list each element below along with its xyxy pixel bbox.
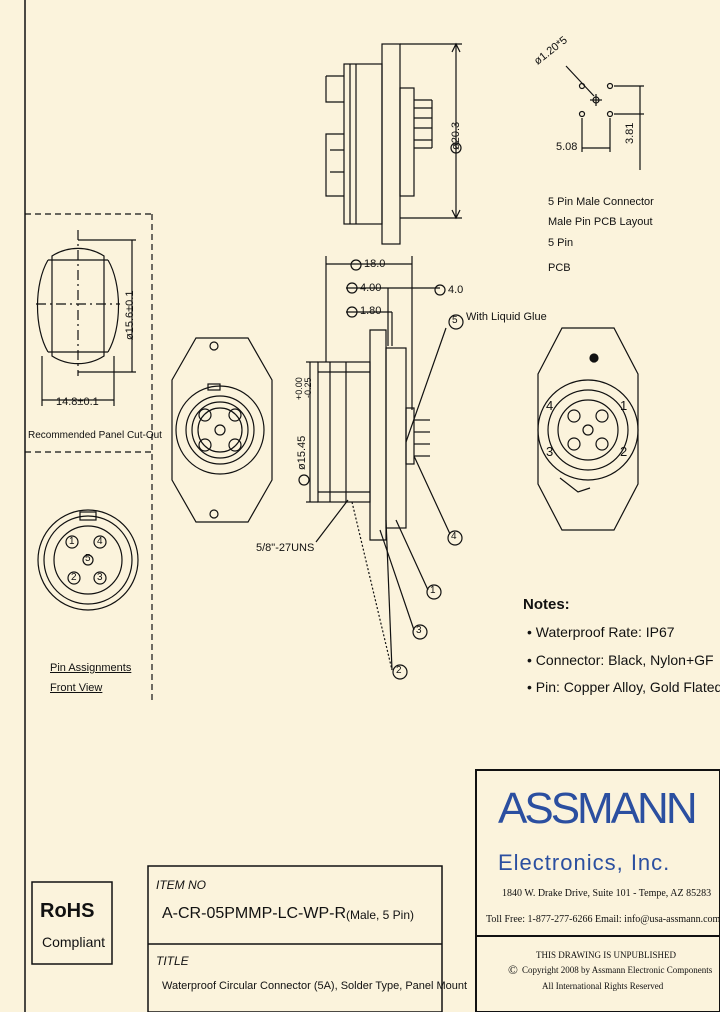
pin-2: 2 — [71, 572, 77, 583]
copyright-symbol: © — [508, 962, 518, 977]
rohs-compliant: Compliant — [42, 934, 106, 950]
pin-3: 3 — [97, 572, 103, 583]
rear-pin-4: 4 — [546, 398, 554, 413]
company-logo: ASSMANN — [498, 784, 698, 833]
thread-label: 5/8"-27UNS — [256, 542, 315, 554]
tol-minus-label: -0.25 — [303, 377, 313, 398]
note-2: • Connector: Black, Nylon+GF — [527, 652, 714, 668]
top-side-view — [325, 42, 462, 245]
len-b-label: 4.0 — [448, 284, 464, 296]
notes-title: Notes: — [523, 596, 570, 613]
company-sub: Electronics, Inc. — [498, 850, 671, 875]
callout-5: 5 — [452, 315, 458, 326]
callout-3: 3 — [416, 625, 422, 636]
title-label: TITLE — [156, 954, 189, 968]
item-no-desc: (Male, 5 Pin) — [346, 908, 415, 922]
pin-assign-view — [37, 509, 139, 611]
callout-2: 2 — [396, 665, 402, 676]
glue-label: With Liquid Glue — [466, 311, 547, 323]
pin-assign-caption-2: Front View — [50, 682, 103, 694]
note-3: • Pin: Copper Alloy, Gold Flated — [527, 679, 720, 695]
title-value: Waterproof Circular Connector (5A), Sold… — [162, 980, 468, 992]
panel-width-label: 14.8±0.1 — [56, 396, 99, 408]
company-address: 1840 W. Drake Drive, Suite 101 - Tempe, … — [502, 888, 712, 899]
pin-5: 5 — [85, 553, 91, 564]
unpublished-notice: THIS DRAWING IS UNPUBLISHED — [536, 950, 677, 960]
len-a-label: 4.00 — [360, 282, 382, 294]
callout-4: 4 — [451, 531, 457, 542]
rear-pin-2: 2 — [620, 444, 628, 459]
rear-hex-view — [537, 327, 639, 531]
item-no-value: A-CR-05PMMP-LC-WP-R — [162, 905, 346, 922]
pcb-spacing-x: 5.08 — [556, 141, 578, 153]
pcb-caption-3: 5 Pin — [548, 237, 574, 249]
pcb-caption-1: 5 Pin Male Connector — [548, 196, 654, 208]
callout-1: 1 — [430, 585, 436, 596]
pin-1: 1 — [69, 536, 75, 547]
front-hex-view — [171, 337, 273, 523]
copyright-notice: Copyright 2008 by Assmann Electronic Com… — [522, 965, 713, 975]
item-no-label: ITEM NO — [156, 878, 206, 892]
len-total-label: 18.0 — [364, 258, 386, 270]
pcb-layout — [565, 65, 644, 170]
panel-cutout — [25, 213, 153, 700]
dia-top-label: ø20.3 — [450, 121, 462, 150]
pin-4: 4 — [97, 536, 103, 547]
company-contact: Toll Free: 1-877-277-6266 Email: info@us… — [486, 914, 720, 925]
rear-pin-3: 3 — [546, 444, 554, 459]
pcb-spacing-y: 3.81 — [624, 122, 636, 144]
panel-dia-label: ø15.6±0.1 — [124, 290, 136, 340]
panel-caption: Recommended Panel Cut-Out — [28, 430, 162, 441]
dia-thread-label: ø15.45 — [296, 435, 308, 470]
pin-assign-caption-1: Pin Assignments — [50, 662, 132, 674]
main-side-view — [298, 142, 464, 680]
pcb-caption-4: PCB — [548, 262, 571, 274]
len-c-label: 1.80 — [360, 305, 382, 317]
rear-pin-1: 1 — [620, 398, 628, 413]
note-1: • Waterproof Rate: IP67 — [527, 624, 675, 640]
pcb-caption-2: Male Pin PCB Layout — [548, 216, 653, 228]
rohs-label: RoHS — [40, 900, 95, 922]
rights-notice: All International Rights Reserved — [542, 981, 664, 991]
